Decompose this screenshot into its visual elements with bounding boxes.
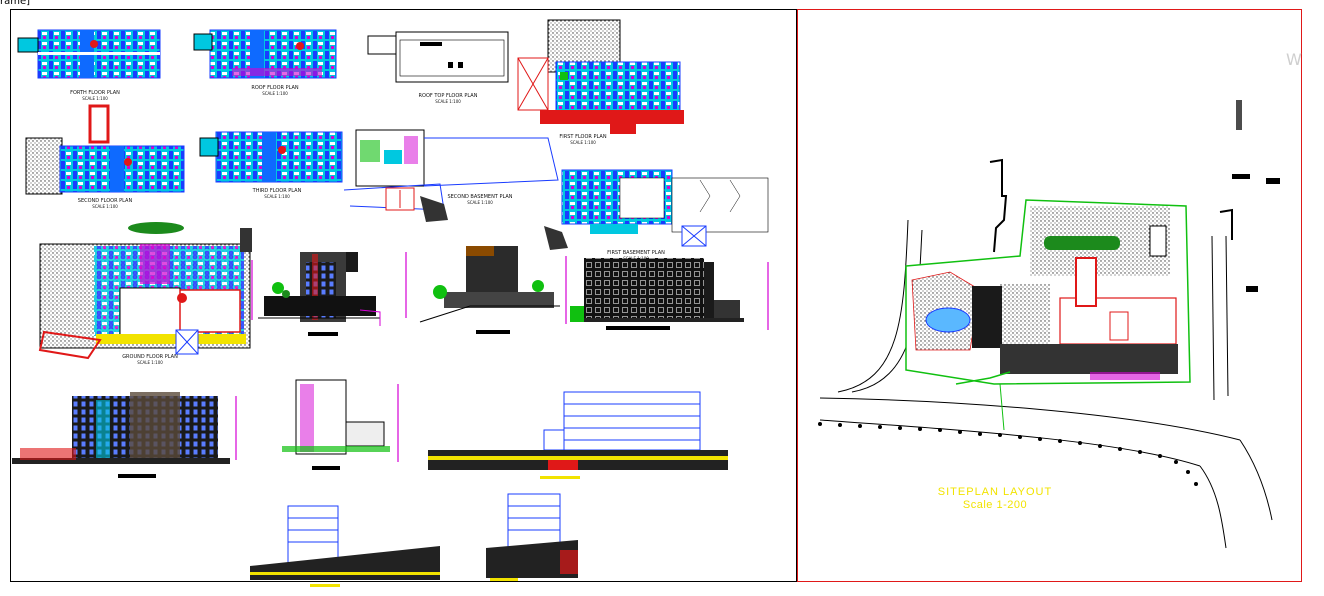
label-scale: SCALE 1:100: [467, 200, 493, 205]
frame-tag: rame]: [0, 0, 31, 7]
label-first-floor-plan: FIRST FLOOR PLAN SCALE 1:100: [538, 134, 628, 146]
elevation-north: [419, 246, 560, 334]
site-plan-scale: Scale 1-200: [962, 499, 1028, 511]
elevation-east: [570, 258, 744, 330]
ground-floor-plan: [38, 222, 252, 360]
label-scale: SCALE 1:100: [570, 140, 596, 145]
forth-floor-plan: [17, 29, 161, 79]
section-d: [486, 493, 578, 581]
label-title: ROOF TOP FLOOR PLAN: [418, 93, 478, 99]
label-scale: SCALE 1:100: [92, 204, 118, 209]
label-roof-floor-plan: ROOF FLOOR PLAN SCALE 1:100: [230, 85, 320, 97]
label-roof-top-floor-plan: ROOF TOP FLOOR PLAN SCALE 1:100: [398, 93, 498, 105]
first-basement-plan: [544, 169, 769, 250]
elevation-south: [258, 252, 381, 336]
second-floor-plan: [25, 104, 185, 195]
label-title: FIRST FLOOR PLAN: [559, 134, 607, 140]
level-markers: [235, 252, 769, 462]
label-scale: SCALE 1:100: [264, 194, 290, 199]
section-b: [428, 391, 728, 479]
label-third-floor-plan: THIRD FLOOR PLAN SCALE 1:100: [232, 188, 322, 200]
section-c: [250, 505, 440, 587]
watermark-letter: W: [1286, 50, 1302, 69]
label-scale: SCALE 1:100: [435, 99, 461, 104]
label-scale: SCALE 1:100: [137, 360, 163, 365]
label-second-basement-plan: SECOND BASEMENT PLAN SCALE 1:100: [430, 194, 530, 206]
label-forth-floor-plan: FORTH FLOOR PLAN SCALE 1:100: [50, 90, 140, 102]
label-title: GROUND FLOOR PLAN: [122, 354, 178, 360]
site-plan-title: SITEPLAN LAYOUT: [937, 486, 1053, 498]
site-plan-drawing: [818, 100, 1280, 549]
drawing-sheet-left: [10, 9, 797, 582]
label-first-basement-plan: FIRST BASEMENT PLAN SCALE 1:100: [586, 250, 686, 262]
second-basement-plan: [343, 129, 559, 222]
label-title: SECOND FLOOR PLAN: [77, 198, 133, 204]
roof-floor-plan: [193, 29, 337, 79]
label-title: SECOND BASEMENT PLAN: [447, 194, 513, 200]
label-title: ROOF FLOOR PLAN: [251, 85, 299, 91]
third-floor-plan: [199, 131, 343, 183]
label-scale: SCALE 1:100: [623, 256, 649, 261]
label-title: FIRST BASEMENT PLAN: [607, 250, 665, 256]
site-plan-title-block: SITEPLAN LAYOUT Scale 1-200: [930, 486, 1060, 512]
label-ground-floor-plan: GROUND FLOOR PLAN SCALE 1:100: [100, 354, 200, 366]
label-second-floor-plan: SECOND FLOOR PLAN SCALE 1:100: [60, 198, 150, 210]
roof-top-floor-plan: [367, 31, 509, 83]
label-title: FORTH FLOOR PLAN: [70, 90, 120, 96]
label-scale: SCALE 1:100: [82, 96, 108, 101]
drawing-sheet-siteplan: [797, 9, 1302, 582]
first-floor-plan: [517, 19, 684, 134]
section-a: [282, 379, 390, 470]
elevation-west: [12, 392, 230, 478]
label-scale: SCALE 1:100: [262, 91, 288, 96]
label-title: THIRD FLOOR PLAN: [252, 188, 302, 194]
